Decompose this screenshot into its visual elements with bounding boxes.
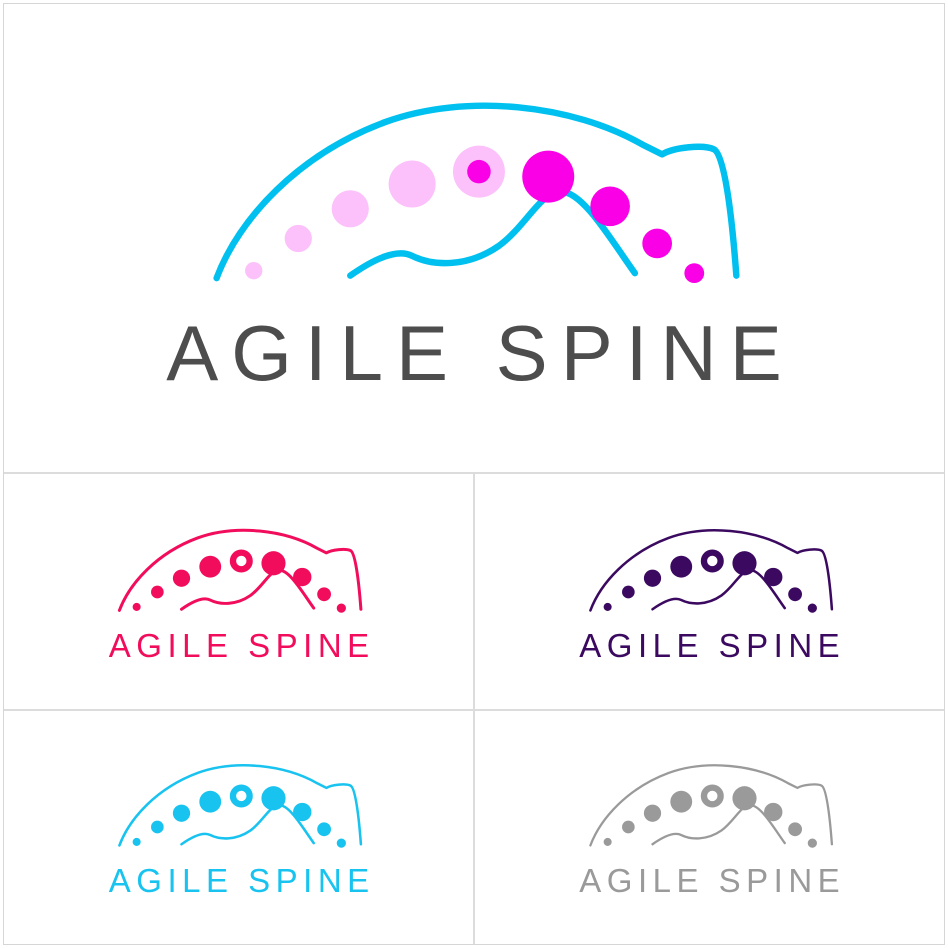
vertebra-dot-4	[199, 555, 222, 578]
spine-curve-with-vertebrae-dots-icon	[588, 764, 833, 848]
logo-lockup-deep-purple: AGILE SPINE	[475, 474, 944, 710]
vertebra-dot-4	[199, 790, 222, 813]
vertebra-dot-8	[787, 822, 802, 837]
vertebra-dot-7	[763, 567, 782, 586]
panel-grayscale-logo[interactable]: AGILE SPINE	[475, 711, 944, 944]
vertebra-dot-2	[151, 585, 164, 598]
spine-curve-with-vertebrae-dots-icon	[588, 528, 833, 613]
spine-outer-curve-path	[117, 528, 363, 612]
vertebra-dot-1	[132, 837, 141, 846]
vertebra-dot-2	[151, 820, 164, 834]
vertebra-dot-6	[522, 150, 575, 203]
spine-curve-with-vertebrae-dots-icon	[213, 102, 740, 284]
vertebra-dot-6	[731, 550, 757, 575]
vertebra-dot-1	[603, 837, 612, 846]
spine-outer-curve-path	[213, 102, 740, 282]
vertebra-dot-9	[684, 263, 705, 284]
vertebra-dot-3	[331, 190, 369, 228]
vertebra-dot-7	[763, 802, 782, 822]
vertebra-dot-3	[643, 804, 661, 822]
spine-outer-curve-path	[588, 528, 833, 612]
wordmark-grayscale: AGILE SPINE	[579, 862, 846, 899]
vertebra-dot-7	[293, 802, 312, 822]
panel-primary-logo[interactable]: AGILE SPINE	[4, 4, 944, 473]
vertebra-dot-5-ring	[229, 548, 253, 572]
spine-outer-curve-path	[588, 764, 833, 847]
vertebra-dot-5-ring	[700, 784, 724, 808]
logo-lockup-grayscale: AGILE SPINE	[475, 711, 944, 944]
spine-inner-curve-path	[180, 568, 316, 611]
vertebra-dot-2	[621, 585, 635, 598]
spine-curve-with-vertebrae-dots-icon	[118, 764, 363, 848]
sheet-border	[3, 3, 945, 945]
panel-crimson-logo[interactable]: AGILE SPINE	[4, 474, 474, 710]
spine-inner-curve-path	[650, 568, 786, 611]
grid-divider-vertical-upper	[473, 474, 475, 710]
vertebra-dot-8	[317, 822, 331, 837]
wordmark-primary: AGILE SPINE	[166, 309, 795, 397]
logo-lockup-primary: AGILE SPINE	[4, 4, 944, 473]
vertebra-dot-3	[643, 569, 661, 587]
vertebra-dot-7	[293, 567, 312, 586]
grid-divider-horizontal-bottom	[4, 709, 944, 711]
vertebra-dot-1	[603, 602, 612, 611]
vertebra-dot-4	[669, 790, 692, 813]
spine-inner-curve-path	[180, 803, 316, 846]
logo-lockup-cyan: AGILE SPINE	[4, 711, 474, 944]
vertebra-dot-2	[621, 820, 635, 834]
vertebra-dot-9	[807, 838, 817, 848]
spine-curve-with-vertebrae-dots-icon	[117, 528, 363, 613]
vertebra-dot-9	[336, 603, 346, 613]
vertebra-dot-3	[172, 569, 191, 587]
vertebra-dot-6	[261, 786, 286, 811]
vertebra-dot-5-ring	[700, 548, 724, 572]
panel-cyan-logo[interactable]: AGILE SPINE	[4, 711, 474, 944]
vertebra-dot-8	[787, 586, 802, 601]
grid-divider-vertical-lower	[473, 711, 475, 944]
panel-deep-purple-logo[interactable]: AGILE SPINE	[475, 474, 944, 710]
vertebra-dot-2	[284, 224, 312, 253]
vertebra-dot-6	[261, 550, 286, 575]
spine-outer-curve-path	[118, 764, 363, 847]
vertebra-dot-1	[132, 602, 141, 611]
vertebra-dot-5-core	[467, 159, 491, 184]
logo-lockup-crimson: AGILE SPINE	[4, 474, 474, 710]
vertebra-dot-3	[172, 804, 191, 822]
vertebra-dot-8	[642, 228, 672, 259]
vertebra-dot-4	[669, 555, 692, 578]
vertebra-dot-4	[388, 160, 436, 208]
spine-inner-curve-path	[347, 188, 639, 279]
vertebra-dot-6	[731, 786, 757, 811]
vertebra-dot-5-ring	[229, 784, 253, 808]
vertebra-dot-1	[245, 262, 263, 280]
vertebra-dot-9	[336, 838, 346, 848]
wordmark-cyan: AGILE SPINE	[108, 862, 375, 899]
vertebra-dot-9	[807, 603, 817, 613]
wordmark-crimson: AGILE SPINE	[108, 626, 375, 664]
spine-inner-curve-path	[650, 804, 786, 846]
wordmark-deep-purple: AGILE SPINE	[579, 626, 846, 664]
grid-divider-horizontal-top	[4, 472, 944, 474]
vertebra-dot-7	[590, 186, 630, 227]
vertebra-dot-8	[317, 586, 331, 601]
